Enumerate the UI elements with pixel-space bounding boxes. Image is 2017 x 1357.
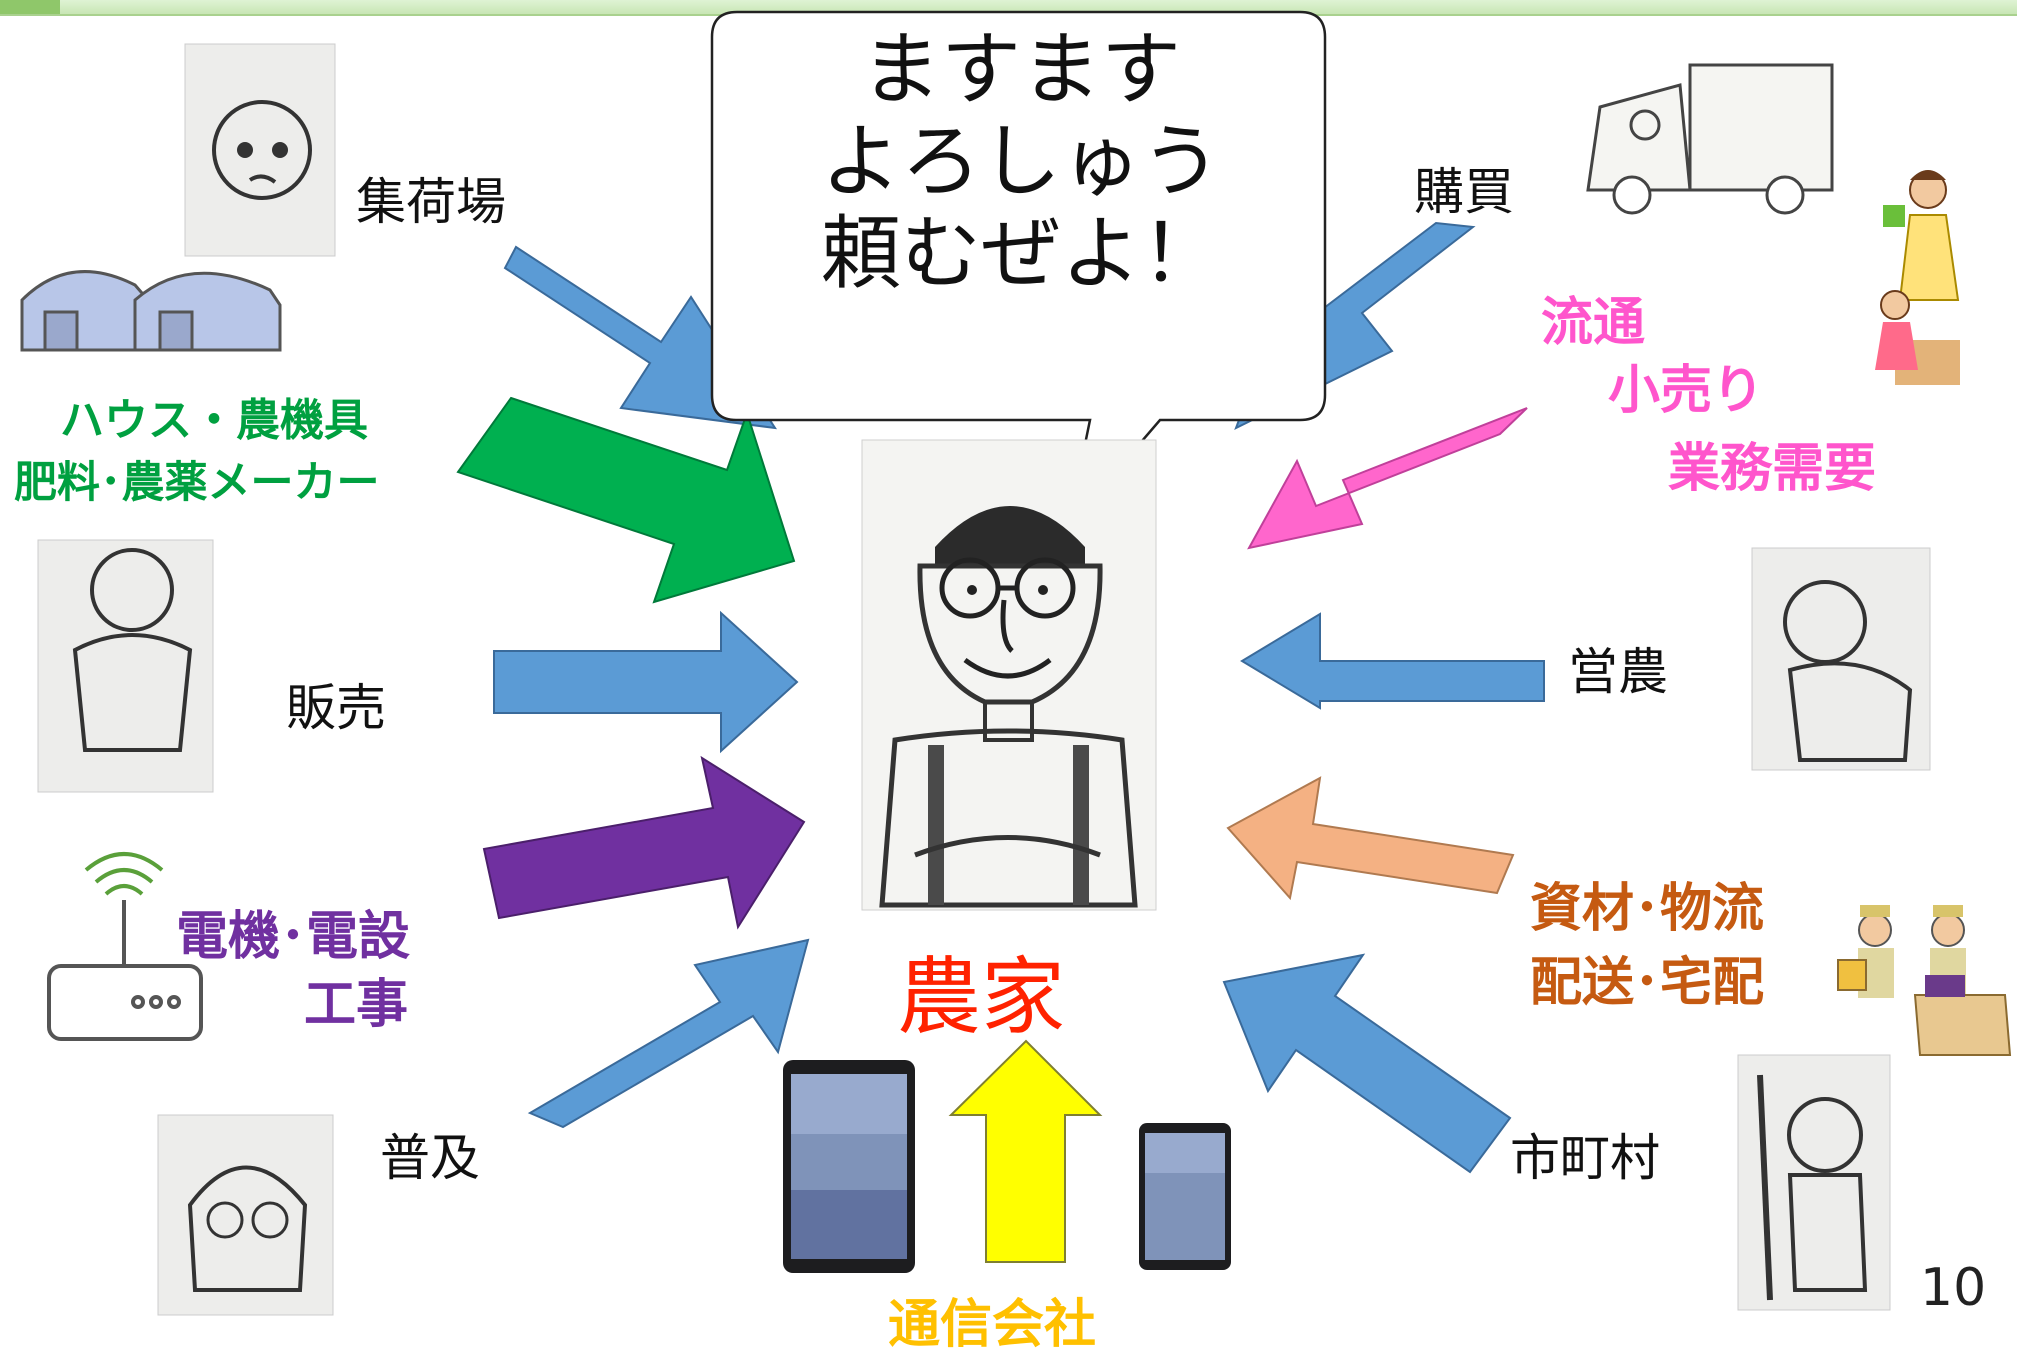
label-fukyu: 普及 [380,1129,480,1187]
tablet-small-image [1139,1123,1231,1270]
arrow-shizai [1226,776,1515,901]
label-einou: 営農 [1568,643,1668,701]
label-hanbai: 販売 [286,679,386,737]
label-shukaba: 集荷場 [356,173,506,231]
arrow-house-maker [456,396,796,604]
wifi-router-icon [47,852,203,1041]
label-shizai-line2: 配送･宅配 [1530,953,1765,1013]
label-house-line1: ハウス・農機具 [60,395,368,446]
speech-bubble-text: ますます よろしゅう 頼むぜよ！ [716,24,1326,300]
arrow-ryutsu [1247,407,1528,550]
arrow-denki [482,755,806,930]
arrow-fukyu [527,938,810,1129]
delivery-workers-image [1837,905,2012,1056]
label-denki-line2: 工事 [304,975,409,1035]
page-number: 10 [1920,1258,1987,1318]
label-house-line2: 肥料･農薬メーカー [14,458,380,508]
arrow-einou [1240,612,1545,710]
farmer-illustration [861,439,1157,911]
arrow-shichoson [1222,953,1512,1174]
pole-man-sketch [1737,1054,1891,1311]
label-ryutsu-line3: 業務需要 [1668,439,1877,499]
arrow-tsushin [948,1039,1103,1263]
arrow-hanbai [493,610,799,754]
glasses-man-sketch [157,1114,334,1316]
farmer-label: 農家 [897,948,1066,1046]
greenhouse-image [20,270,282,352]
label-tsushin: 通信会社 [888,1295,1097,1355]
truck-image [1586,63,1834,215]
label-ryutsu-line1: 流通 [1541,293,1646,353]
speech-line-1: ますます [861,23,1181,116]
label-shichoson: 市町村 [1510,1129,1660,1187]
shopper-image [1875,170,1960,385]
muscle-man-sketch [37,539,214,793]
label-kobai: 購買 [1414,163,1514,221]
worried-man-sketch [184,43,336,257]
header-logo [0,0,60,14]
speech-line-2: よろしゅう [821,115,1221,208]
speech-line-3: 頼むぜよ！ [821,207,1221,300]
label-ryutsu-line2: 小売り [1608,361,1765,421]
thinking-man-sketch [1751,547,1931,771]
tablet-large-image [783,1060,915,1273]
label-shizai-line1: 資材･物流 [1530,879,1765,939]
label-denki-line1: 電機･電設 [176,907,411,967]
arrow-shukaba [503,245,778,430]
